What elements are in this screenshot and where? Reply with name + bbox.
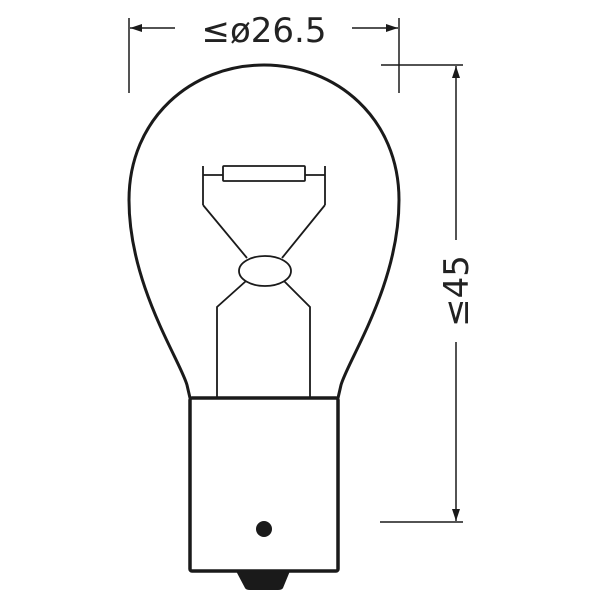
bayonet-pin xyxy=(256,521,272,537)
width-dimension-label: ≤ø26.5 xyxy=(202,11,327,51)
width-dimension xyxy=(128,18,400,93)
lead-wire-left xyxy=(216,280,247,398)
glass-bead xyxy=(238,255,292,287)
height-dimension-label: ≤45 xyxy=(437,255,477,327)
base-contact xyxy=(236,571,290,590)
bulb-glass-outline xyxy=(127,63,401,399)
lead-wire-right xyxy=(283,280,311,398)
filament-coil xyxy=(222,165,306,182)
height-dimension xyxy=(380,64,463,523)
filament-assembly xyxy=(202,165,326,398)
bulb-base xyxy=(188,396,340,573)
